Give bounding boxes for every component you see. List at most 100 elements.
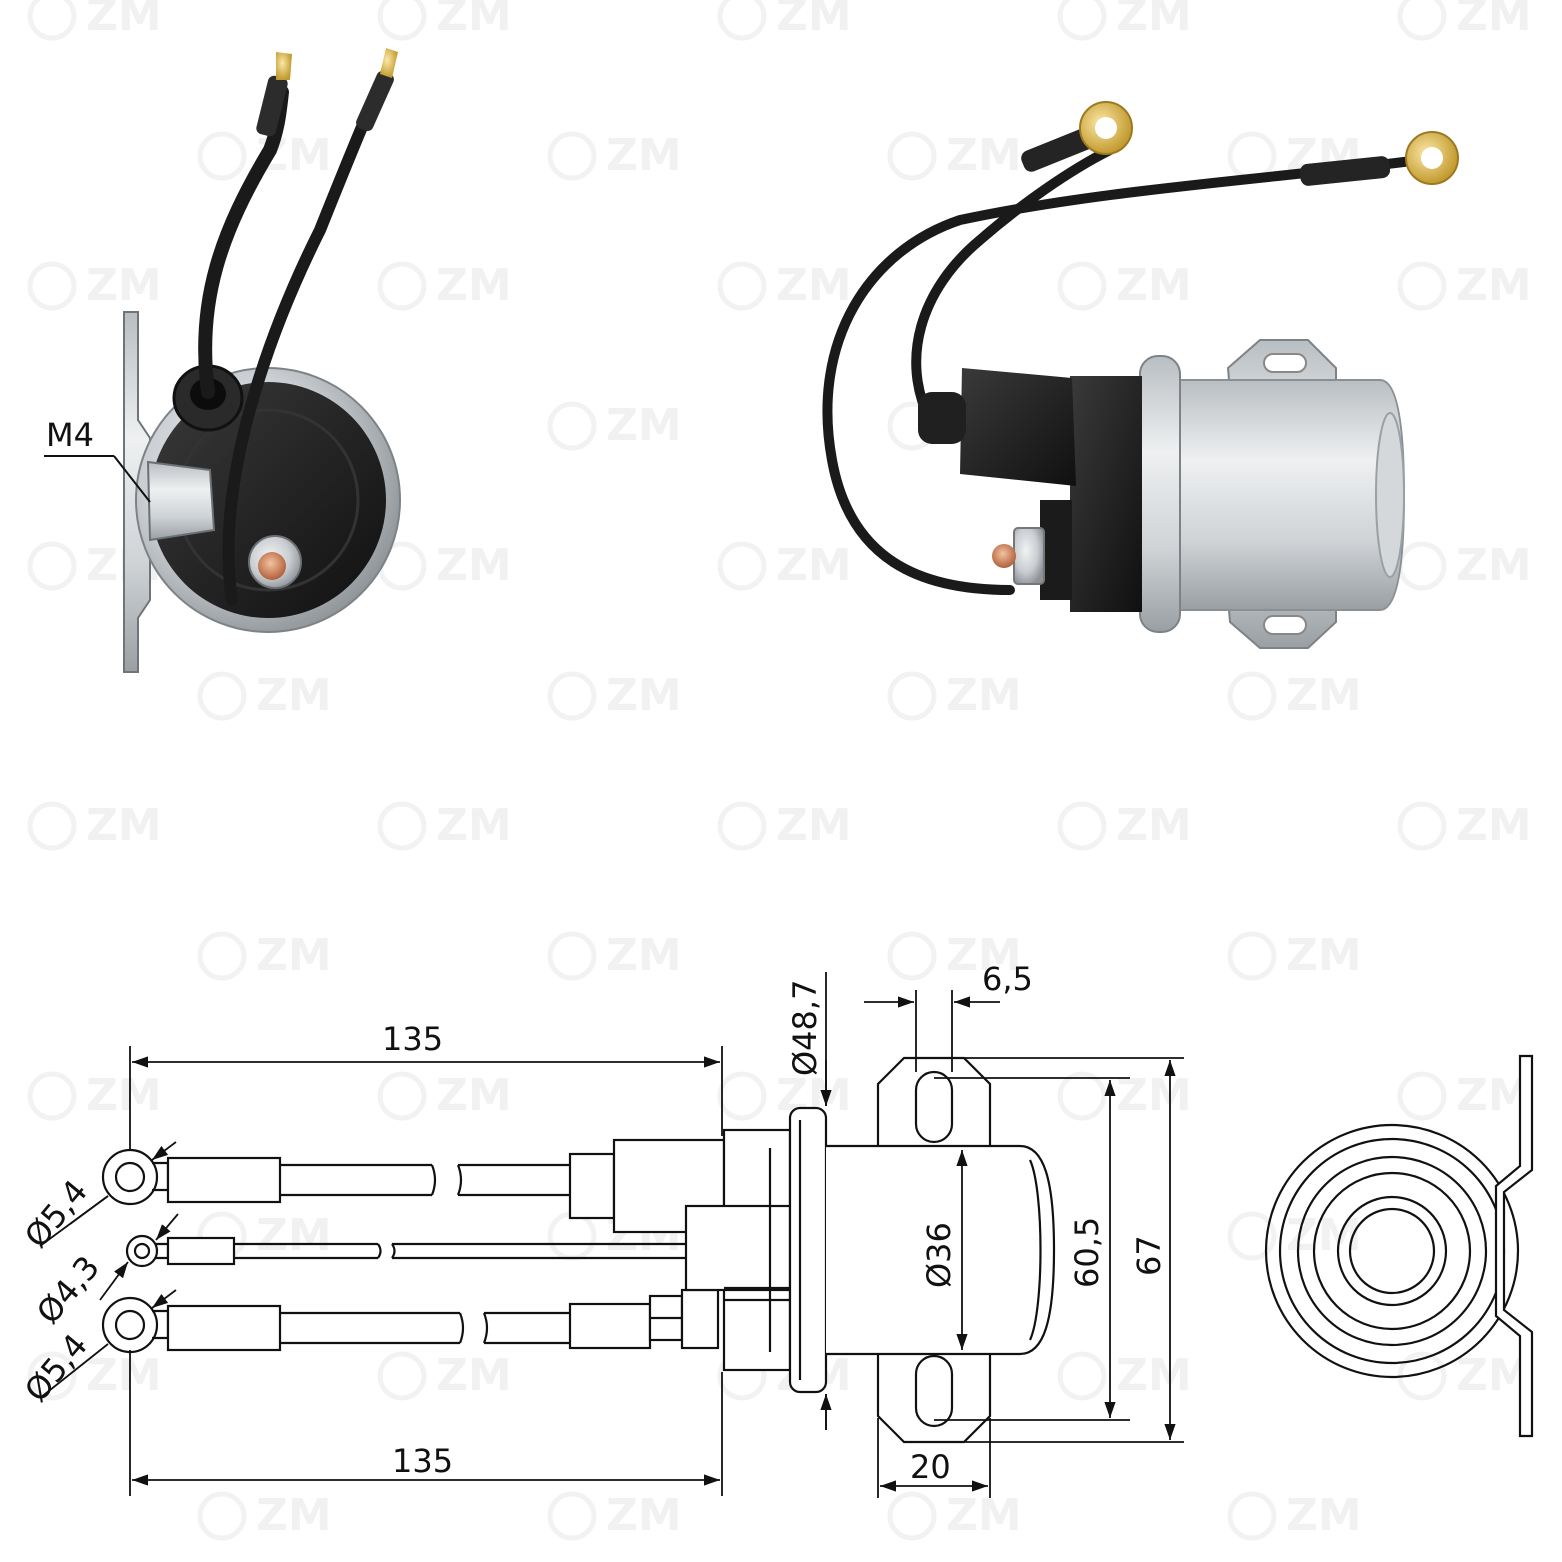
cable-outer	[822, 155, 1425, 595]
watermark-brand: ZM	[946, 670, 1022, 721]
watermark-brand: ZM	[1456, 800, 1532, 851]
zm-logo-icon: ZM	[1227, 670, 1362, 721]
zm-logo-icon: ZM	[1397, 1350, 1532, 1401]
zm-logo-icon: ZM	[377, 1350, 512, 1401]
ring-terminal-2	[1299, 131, 1459, 186]
zm-logo-icon: ZM	[377, 1070, 512, 1121]
watermark-brand: ZM	[436, 1350, 512, 1401]
watermark-brand: ZM	[1116, 0, 1192, 41]
watermark-brand: ZM	[776, 0, 852, 41]
cable-boot-side	[960, 368, 1076, 486]
watermark-brand: ZM	[946, 1490, 1022, 1541]
watermark-brand: ZM	[1116, 800, 1192, 851]
dimensions	[39, 972, 1184, 1498]
can-outline	[826, 1144, 1056, 1356]
zm-logo-icon: ZM	[197, 1210, 332, 1261]
watermark-brand: ZM	[1286, 670, 1362, 721]
zm-logo-icon: ZM	[1397, 260, 1532, 311]
zm-logo-icon: ZM	[547, 670, 682, 721]
zm-logo-icon: ZM	[1227, 1490, 1362, 1541]
zm-logo-icon: ZM	[547, 1490, 682, 1541]
bracket-outline	[876, 1056, 992, 1444]
flange-outline	[788, 1106, 828, 1394]
zm-logo-icon: ZM	[717, 540, 852, 591]
zm-logo-icon: ZM	[547, 930, 682, 981]
cable-middle-outline	[125, 1234, 686, 1268]
black-cap	[150, 382, 386, 618]
zm-logo-icon: ZM	[547, 130, 682, 181]
watermark-brand: ZM	[436, 800, 512, 851]
watermark-brand: ZM	[606, 130, 682, 181]
watermark-brand: ZM	[1116, 1350, 1192, 1401]
watermark-brand: ZM	[1456, 540, 1532, 591]
dim-flange-dia: Ø48,7	[786, 980, 824, 1076]
cap-outline	[684, 1128, 792, 1372]
zm-logo-icon: ZM	[197, 930, 332, 981]
zm-logo-icon: ZM	[1397, 540, 1532, 591]
blade-terminal-right	[380, 48, 398, 78]
watermark-brand: ZM	[436, 260, 512, 311]
copper-stud	[258, 552, 286, 580]
zm-logo-icon: ZM	[1227, 930, 1362, 981]
watermark-brand: ZM	[1456, 0, 1532, 41]
watermark-brand: ZM	[1116, 260, 1192, 311]
zm-logo-icon: ZM	[717, 800, 852, 851]
zm-logo-icon: ZM	[1057, 0, 1192, 41]
solenoid-can	[1169, 379, 1406, 611]
watermark-brand: ZM	[86, 0, 162, 41]
dim-length-top: 135	[382, 1020, 443, 1058]
watermark-brand: ZM	[1286, 1490, 1362, 1541]
watermark-brand: ZM	[606, 1490, 682, 1541]
photo-side-view	[822, 101, 1459, 649]
dim-bracket-width: 20	[910, 1448, 951, 1486]
watermark-brand: ZM	[436, 0, 512, 41]
zm-logo-icon: ZM	[717, 260, 852, 311]
thread-label: M4	[46, 416, 94, 454]
cable-bottom-outline	[101, 1288, 720, 1354]
dim-eye-mid-dia: Ø4,3	[29, 1248, 107, 1331]
cable-upper	[911, 145, 1115, 425]
watermark-brand: ZM	[256, 1210, 332, 1261]
watermark-brand: ZM	[436, 540, 512, 591]
zm-logo-icon: ZM	[887, 670, 1022, 721]
zm-logo-icon: ZM	[717, 0, 852, 41]
end-view-outline	[1264, 1054, 1534, 1438]
watermark-brand: ZM	[86, 260, 162, 311]
zm-logo-icon: ZM	[377, 800, 512, 851]
terminal-tab	[146, 460, 216, 542]
dim-eye-bottom-dia: Ø5,4	[17, 1326, 95, 1409]
zm-logo-icon: ZM	[887, 1490, 1022, 1541]
dim-body-dia: Ø36	[920, 1222, 958, 1288]
watermark-brand: ZM	[256, 930, 332, 981]
zm-logo-icon: ZM	[377, 0, 512, 41]
zm-logo-icon: ZM	[197, 1490, 332, 1541]
technical-drawing	[39, 972, 1534, 1498]
zm-logo-icon: ZM	[887, 930, 1022, 981]
zm-logo-icon: ZM	[377, 260, 512, 311]
zm-logo-icon: ZM	[1397, 800, 1532, 851]
watermark-brand: ZM	[86, 1070, 162, 1121]
zm-logo-icon: ZM	[27, 0, 162, 41]
zm-logo-icon: ZM	[27, 800, 162, 851]
cable-right	[222, 74, 388, 606]
watermark-brand: ZM	[946, 130, 1022, 181]
ring-terminal-1	[1021, 101, 1133, 172]
watermark-brand: ZM	[776, 260, 852, 311]
zm-logo-icon: ZM	[1057, 800, 1192, 851]
plastic-cap	[1070, 376, 1142, 612]
watermark-brand: ZM	[256, 1490, 332, 1541]
zm-logo-icon: ZM	[1057, 260, 1192, 311]
zm-logo-icon: ZM	[27, 260, 162, 311]
watermark-brand: ZM	[606, 670, 682, 721]
dim-hole-spacing: 60,5	[1068, 1217, 1106, 1288]
watermark-brand: ZM	[776, 800, 852, 851]
stud-side	[1013, 527, 1045, 585]
dim-bracket-height: 67	[1130, 1235, 1168, 1276]
watermark-brand: ZM	[606, 930, 682, 981]
watermark-brand: ZM	[86, 1350, 162, 1401]
dim-length-bottom: 135	[392, 1442, 453, 1480]
zm-logo-icon: ZM	[27, 1350, 162, 1401]
watermark-brand: ZM	[436, 1070, 512, 1121]
zm-logo-icon: ZM	[1227, 1210, 1362, 1261]
